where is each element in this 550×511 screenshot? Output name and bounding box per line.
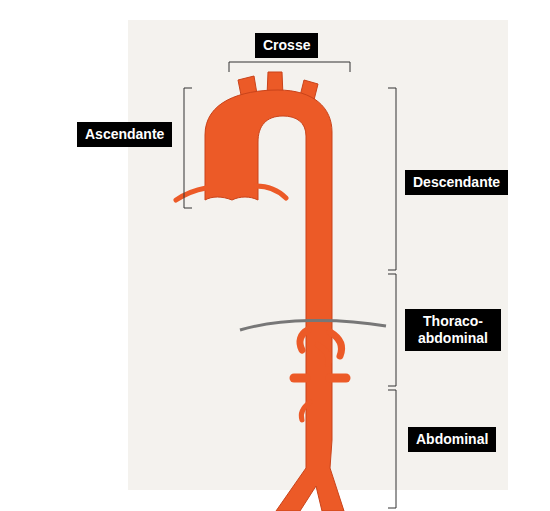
bracket: [388, 390, 396, 508]
renal-artery: [294, 374, 306, 383]
bracket: [388, 274, 396, 386]
part-name: Descendante: [413, 174, 500, 191]
diaphragm: [240, 320, 386, 330]
label-box: Thoraco-abdominal: [405, 309, 501, 351]
bracket: [184, 88, 192, 208]
label-box: Descendante: [405, 170, 508, 195]
aorta: [205, 72, 344, 511]
part-name: Thoraco-abdominal: [413, 313, 493, 347]
left-coronary: [176, 188, 206, 200]
bracket: [229, 62, 350, 72]
bracket: [388, 88, 396, 270]
label-box: Crosse: [255, 33, 318, 58]
label-box: Ascendante: [77, 122, 172, 147]
label-box: Abdominal: [408, 427, 496, 452]
aortic-trunk: [205, 90, 344, 511]
branch: [330, 332, 342, 356]
part-name: Ascendante: [85, 126, 164, 143]
right-coronary: [256, 186, 286, 198]
part-name: Abdominal: [416, 431, 488, 448]
renal-artery: [330, 374, 346, 383]
mesenteric-artery: [301, 402, 310, 420]
mesenteric-artery: [318, 345, 329, 364]
brackets: [184, 62, 396, 508]
branches: [176, 186, 346, 420]
part-name: Crosse: [263, 37, 310, 54]
celiac-trunk: [300, 330, 308, 350]
